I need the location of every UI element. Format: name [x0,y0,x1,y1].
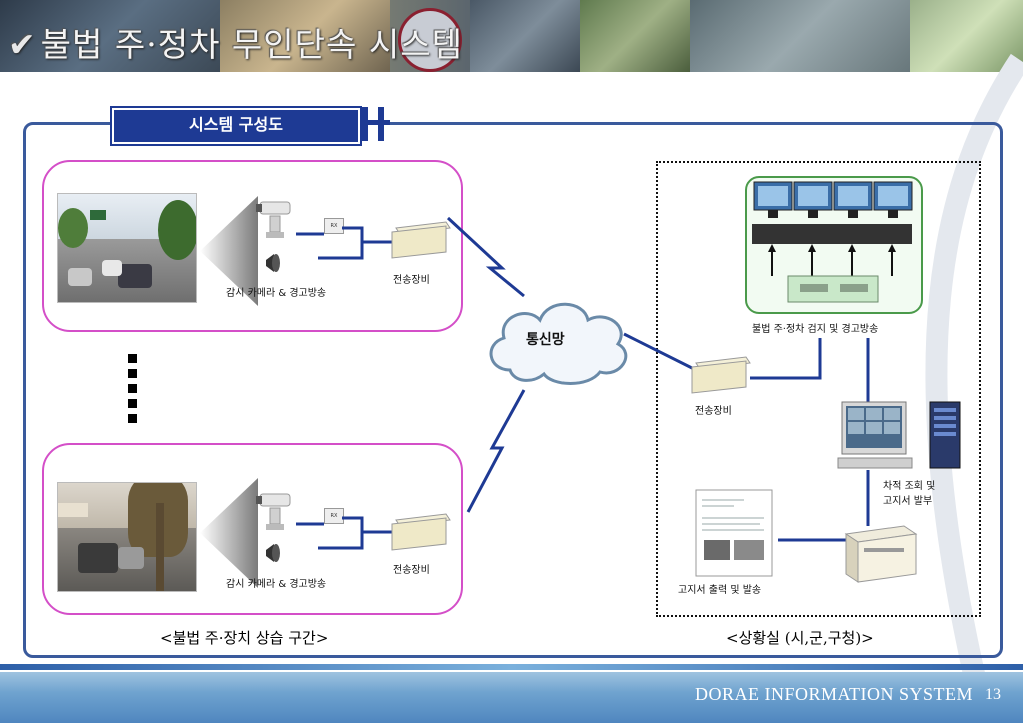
wireless-links [446,216,526,513]
rx-module: RX [324,508,344,524]
banner-photo-control [470,0,580,72]
lookup-label-line2: 고지서 발부 [883,496,933,507]
banner-photo-office [220,0,390,72]
transmitter-box-icon [391,221,451,259]
lookup-label-line1: 차적 조회 및 [883,481,936,492]
banner-photo-cctv [0,0,220,72]
notice-document-icon [695,489,773,577]
street-photo-1 [57,193,197,303]
link-lines-1 [296,226,392,260]
page-number: 13 [985,686,1001,703]
check-icon: ✔ [8,25,37,64]
rx-module: RX [324,218,344,234]
transmitter-box-icon [391,513,451,551]
speaker-horn-icon [266,254,280,272]
section-title: 시스템 구성도 [112,108,360,144]
transmitter-box-icon [691,356,751,394]
workstation-server-icon [837,401,961,469]
background-swoosh [925,53,1023,703]
banner-photo-car [910,0,1023,72]
banner-photo-street [580,0,690,72]
footer-divider [0,664,1023,670]
surveillance-camera-icon [256,493,291,530]
camera-label: 감시 카메라 & 경고방송 [226,288,327,299]
transmitter-label: 전송장비 [393,275,430,286]
network-cloud-icon [489,302,628,385]
footer-bar [0,672,1023,723]
speaker-horn-icon [266,544,280,562]
monitor-wall-icon [752,181,913,303]
link-lines-2 [296,516,392,550]
header-banner: ✔불법 주·정차 무인단속 시스템 [0,0,1023,72]
printer-icon [844,525,918,583]
control-room-area [656,161,981,617]
caption-left: <불법 주·장치 상습 구간> [160,629,329,647]
caption-right: <상황실 (시,군,구청)> [726,629,874,647]
print-label: 고지서 출력 및 발송 [678,585,762,596]
transmitter-label: 전송장비 [393,565,430,576]
surveillance-camera-icon [256,201,291,238]
network-label: 통신망 [526,332,565,348]
street-photo-2 [57,482,197,592]
page-title: ✔불법 주·정차 무인단속 시스템 [8,18,463,66]
page-title-text: 불법 주·정차 무인단속 시스템 [40,25,463,64]
banner-photo-operator [690,0,910,72]
diagram-frame [23,122,1003,658]
detection-label: 불법 주·정차 검지 및 경고방송 [752,324,879,335]
title-bar-decoration [360,120,390,125]
camera-label: 감시 카메라 & 경고방송 [226,579,327,590]
footer-brand: DORAE INFORMATION SYSTEM [694,684,973,704]
control-room-links [623,332,870,526]
more-units-dots [128,354,138,429]
no-parking-sign-icon [398,8,462,72]
control-transmitter-label: 전송장비 [695,406,732,417]
